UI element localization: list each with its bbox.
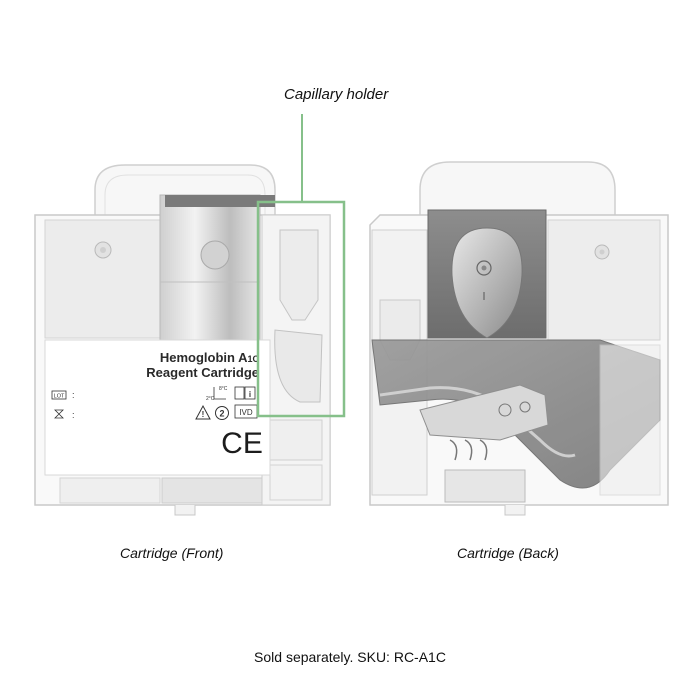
back-caption: Cartridge (Back)	[457, 545, 559, 561]
front-product-label: Hemoglobin A1C Reagent Cartridge LOT : :…	[51, 350, 263, 460]
instructions-icon: i	[234, 386, 256, 400]
front-cartridge	[34, 164, 331, 516]
label-product-name: Hemoglobin A	[160, 350, 248, 365]
svg-text::: :	[72, 410, 75, 420]
svg-text:!: !	[202, 410, 205, 419]
expiry-icon	[54, 409, 64, 419]
capillary-highlight	[256, 114, 346, 418]
info-letter: i	[249, 390, 251, 399]
lot-text: LOT	[54, 394, 65, 400]
single-use-icon	[215, 406, 229, 420]
front-caption: Cartridge (Front)	[120, 545, 224, 561]
back-cartridge	[369, 161, 669, 516]
temp-high: 8°C	[219, 386, 228, 392]
lot-symbol	[51, 390, 67, 400]
warning-icon	[195, 404, 211, 420]
label-product-sub: 1C	[247, 354, 259, 364]
capillary-holder-label: Capillary holder	[284, 86, 389, 103]
label-product-type: Reagent Cartridge	[146, 365, 259, 380]
svg-text::: :	[72, 390, 75, 400]
ce-mark: CE	[221, 427, 263, 460]
single-use-text: 2	[219, 409, 224, 419]
svg-text:Hemoglobin A1C: Hemoglobin A1C	[160, 350, 260, 365]
temperature-icon: 2°C 8°C	[206, 386, 228, 402]
ivd-text: IVD	[239, 408, 253, 417]
temp-low: 2°C	[206, 396, 215, 402]
sku-footer: Sold separately. SKU: RC-A1C	[254, 649, 446, 665]
